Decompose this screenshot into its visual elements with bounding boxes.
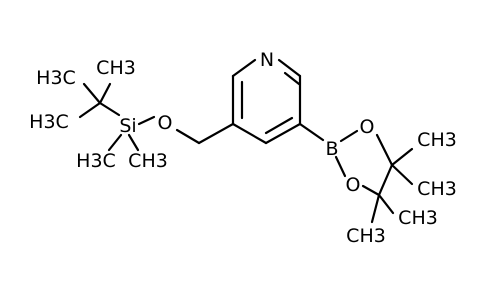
bond-c3-ch2	[197, 122, 235, 145]
atom-si: Si	[119, 115, 136, 137]
bond-n-c2	[231, 58, 257, 78]
bond-b-o-top	[339, 129, 359, 143]
bond-si-ch3-right	[127, 133, 140, 152]
methyl-tbu-lower-left: H3C	[29, 111, 69, 133]
bond-pin-ch3-2	[390, 163, 414, 186]
bond-pin-ch3-3	[377, 193, 395, 215]
bond-c3-c4	[231, 122, 268, 145]
bond-cq-ch3-a	[82, 82, 102, 105]
bond-c-c-pin	[377, 163, 394, 197]
bond-b-o-bottom	[334, 155, 347, 178]
bond-o-bottom-c	[361, 184, 381, 197]
bond-pin-ch3-4	[370, 193, 381, 224]
methyl-tbu-upper-left: H3C	[36, 67, 76, 89]
atom-o-boronate-top: O	[360, 116, 375, 138]
atom-labels: N O Si B O O H3C CH3 H3C H3C CH3 CH3 CH3…	[29, 49, 457, 247]
methyl-tbu-upper-right: CH3	[96, 57, 136, 79]
bond-c6-c6-double	[283, 71, 301, 86]
atom-n: N	[260, 49, 274, 71]
atom-b: B	[325, 138, 338, 160]
methyl-pinacol-4: CH3	[346, 225, 386, 247]
methyl-pinacol-2: CH3	[417, 178, 457, 200]
bond-o-top-c	[375, 133, 394, 167]
bond-c4-c5	[264, 122, 302, 145]
bonds	[78, 58, 414, 224]
bond-c4-c5-double	[264, 116, 294, 135]
methyl-si-left: H3C	[76, 150, 116, 172]
bond-si-cq	[98, 101, 121, 117]
methyl-pinacol-1: CH3	[417, 129, 457, 151]
bond-o-si	[137, 115, 156, 126]
atom-o-ether: O	[158, 112, 173, 134]
methyl-si-right: CH3	[128, 150, 168, 172]
bond-c5-b	[298, 122, 325, 142]
atom-o-boronate-bottom: O	[346, 174, 361, 196]
bond-ch2-o	[175, 128, 201, 145]
bond-si-ch3-left	[107, 133, 123, 152]
bond-pin-ch3-1	[390, 147, 414, 167]
methyl-pinacol-3: CH3	[398, 207, 438, 229]
bond-cq-ch3-b	[98, 82, 112, 105]
bond-n-c6	[277, 58, 302, 78]
bond-cq-ch3-c	[78, 101, 102, 119]
